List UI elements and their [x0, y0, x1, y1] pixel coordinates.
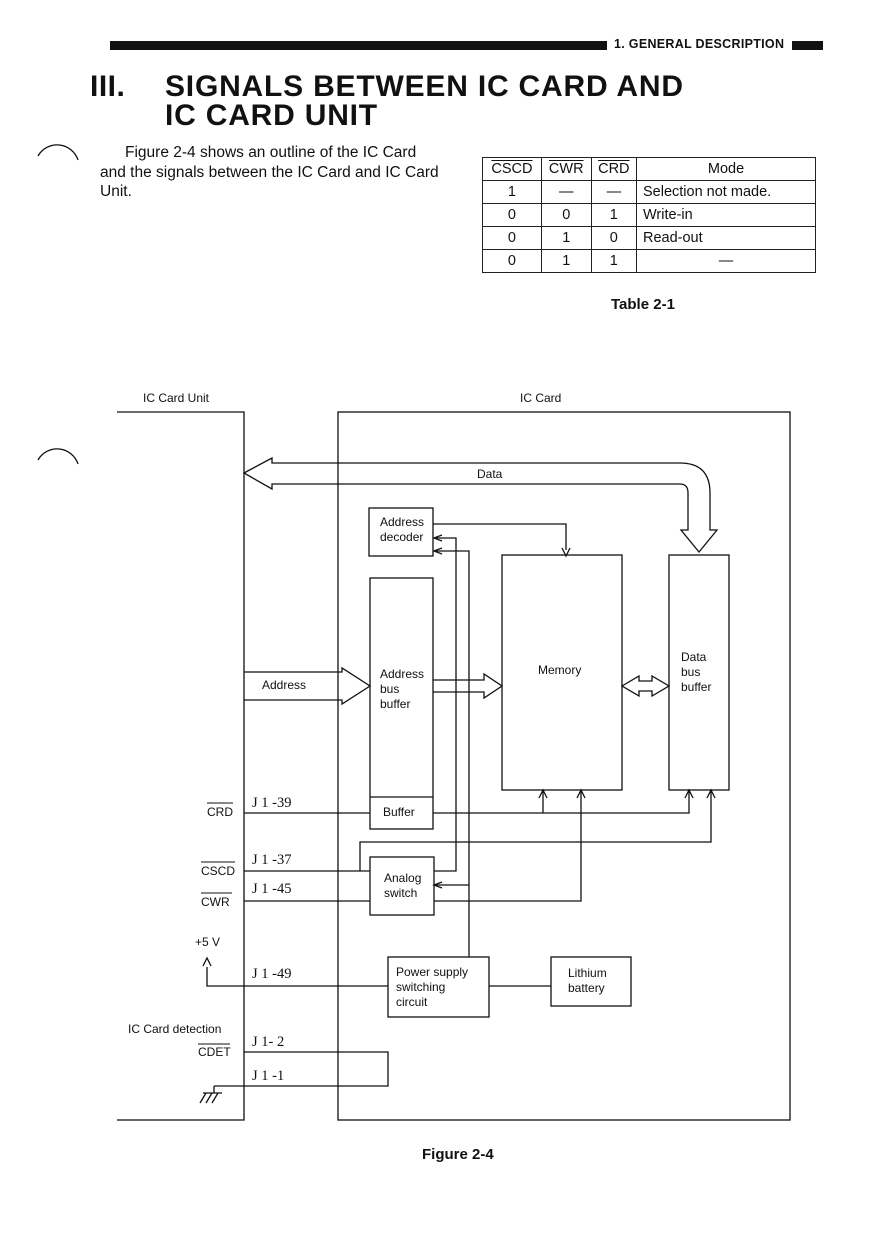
cdet-loop — [244, 1051, 389, 1087]
pin-label: J 1 -45 — [252, 881, 291, 897]
decoder-power-line — [434, 550, 470, 957]
heading-number: III. — [90, 70, 126, 103]
arrowhead — [202, 956, 212, 967]
pin-label: J 1 -49 — [252, 966, 291, 982]
decoder-control-line — [434, 537, 457, 872]
pin-label: J 1 -37 — [252, 852, 291, 868]
data-label: Data — [477, 467, 503, 481]
arrowhead — [538, 788, 548, 799]
heading-title-line1: SIGNALS BETWEEN IC CARD AND — [165, 70, 684, 103]
arrowhead — [684, 788, 694, 799]
analog-switch-box — [369, 856, 435, 916]
table-cell: 0 — [590, 226, 638, 250]
data-bus-buffer-label: bus — [681, 665, 700, 679]
table-caption: Table 2-1 — [611, 296, 675, 313]
plus5v-line — [206, 967, 388, 987]
hole-arc — [37, 144, 79, 161]
decoder-to-memory-line — [433, 523, 567, 550]
table-cell: 0 — [482, 249, 542, 273]
address-bus-arrow — [244, 666, 372, 706]
ic-card-unit-label: IC Card Unit — [143, 391, 210, 405]
memory-box — [501, 554, 623, 791]
table-cell: — — [590, 180, 638, 204]
crd-buffer-out — [433, 790, 690, 814]
ground-icon — [199, 1086, 222, 1104]
hole-arc — [37, 448, 79, 465]
pin-label: J 1 -1 — [252, 1068, 284, 1084]
arrowhead — [432, 881, 443, 889]
table-cell: Selection not made. — [636, 180, 816, 204]
arrowhead — [706, 788, 716, 799]
address-decoder-label: decoder — [380, 530, 423, 544]
table-cell: — — [636, 249, 816, 273]
pin-label: J 1- 2 — [252, 1034, 284, 1050]
address-bus-buffer-label: buffer — [380, 697, 410, 711]
cscd-to-data-buffer — [359, 790, 712, 871]
table-cell: 1 — [590, 249, 638, 273]
figure-caption: Figure 2-4 — [422, 1146, 494, 1163]
heading-title-line2: IC CARD UNIT — [165, 99, 378, 132]
address-bus-buffer-label: Address — [380, 667, 424, 681]
data-bus-arrow — [242, 456, 719, 554]
power-supply-box — [387, 956, 490, 1018]
memory-label: Memory — [538, 663, 581, 677]
crd-signal-label: CRD — [207, 805, 233, 819]
table-header-cell: CSCD — [482, 157, 542, 181]
cscd-signal-label: CSCD — [201, 864, 235, 878]
data-bus-buffer-label: buffer — [681, 680, 711, 694]
address-label: Address — [262, 678, 306, 692]
power-supply-label: Power supply — [396, 965, 468, 979]
arrowhead — [561, 547, 571, 558]
address-bus-buffer-label: bus — [380, 682, 399, 696]
table-row: 1 — — Selection not made. — [482, 180, 816, 204]
signal-mode-table: CSCD CWR CRD Mode 1 — — Selection not ma… — [482, 157, 816, 273]
data-bus-buffer-label: Data — [681, 650, 707, 664]
cdet-signal-label: CDET — [198, 1045, 231, 1059]
address-decoder-label: Address — [380, 515, 424, 529]
arrowhead — [432, 547, 443, 555]
analog-switch-label: switch — [384, 886, 417, 900]
memory-data-arrow — [620, 674, 671, 698]
table-row: 0 1 1 — — [482, 249, 816, 273]
buffer-label: Buffer — [383, 805, 415, 819]
addr-to-memory-arrow — [433, 672, 504, 700]
data-bus-buffer-box — [668, 554, 730, 791]
power-supply-label: switching — [396, 980, 445, 994]
table-row: 0 0 1 Write-in — [482, 203, 816, 227]
pin-label: J 1 -39 — [252, 795, 291, 811]
header-rule-end — [792, 41, 823, 50]
lithium-battery-label: Lithium — [568, 966, 607, 980]
cwr-signal-label: CWR — [201, 895, 230, 909]
table-cell: 1 — [540, 226, 592, 250]
table-header-cell: CRD — [590, 157, 638, 181]
section-header: 1. GENERAL DESCRIPTION — [614, 37, 785, 51]
cwr-to-memory — [434, 790, 582, 902]
address-bus-buffer-box — [369, 577, 434, 830]
ic-card-label: IC Card — [520, 391, 561, 405]
plus5v-label: +5 V — [195, 935, 220, 949]
table-header-cell: Mode — [636, 157, 816, 181]
table-header-row: CSCD CWR CRD Mode — [482, 157, 816, 181]
ic-card-unit-outline — [117, 411, 245, 1121]
lithium-battery-box — [550, 956, 632, 1007]
arrowhead — [576, 788, 586, 799]
power-supply-label: circuit — [396, 995, 428, 1009]
analog-switch-label: Analog — [384, 871, 421, 885]
ic-card-detection-label: IC Card detection — [128, 1022, 221, 1036]
address-decoder-box — [368, 507, 434, 557]
intro-paragraph: Figure 2-4 shows an outline of the IC Ca… — [100, 144, 439, 200]
header-rule — [110, 41, 607, 50]
ic-card-outline — [337, 411, 791, 1121]
lithium-battery-label: battery — [568, 981, 605, 995]
arrowhead — [432, 534, 443, 542]
